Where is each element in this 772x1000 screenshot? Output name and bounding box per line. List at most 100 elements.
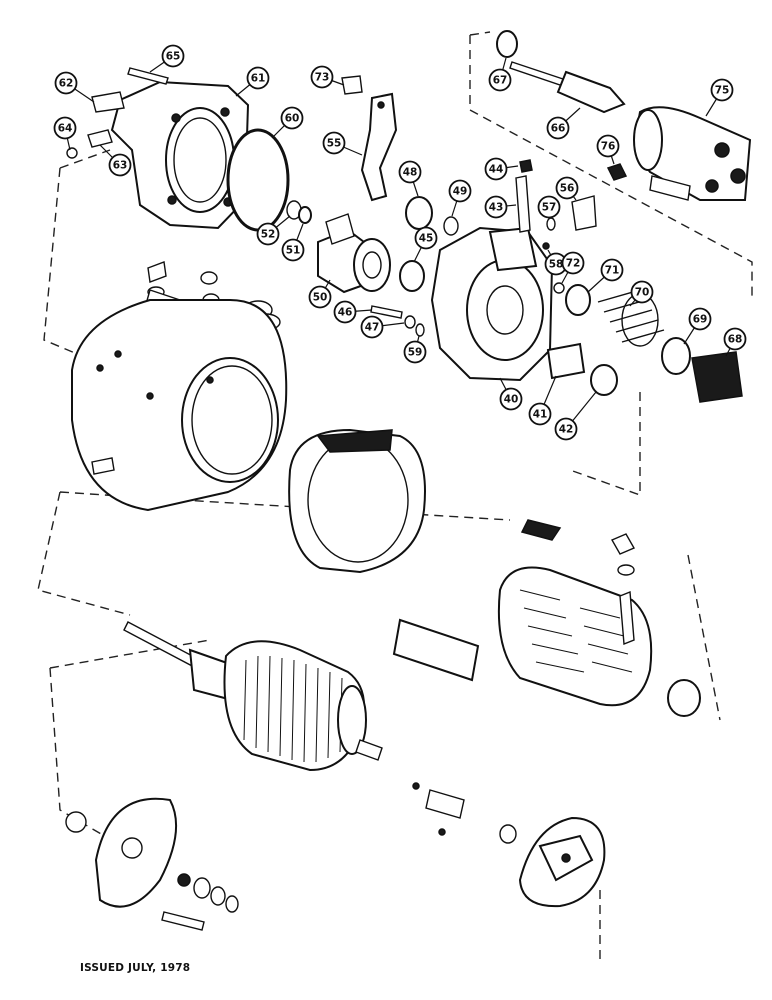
callout-circle xyxy=(403,340,427,364)
callout-number: 45 xyxy=(419,233,434,245)
callout-46: 46 xyxy=(333,300,357,324)
ring-49 xyxy=(443,216,459,236)
callout-circle xyxy=(600,258,624,282)
callout-circle xyxy=(537,195,561,219)
collar-48 xyxy=(405,196,433,230)
bolt-46 xyxy=(370,305,403,319)
callout-circle xyxy=(596,134,620,158)
callout-68: 68 xyxy=(723,327,747,351)
callout-65: 65 xyxy=(161,44,185,68)
callout-circle xyxy=(710,78,734,102)
washer-67 xyxy=(496,30,518,58)
seal-69 xyxy=(661,337,691,375)
callout-circle xyxy=(53,116,77,140)
commutator-end-frame xyxy=(65,797,239,931)
callout-70: 70 xyxy=(630,280,654,304)
callout-circle xyxy=(246,66,270,90)
callout-circle xyxy=(54,71,78,95)
callout-58: 58 xyxy=(544,252,568,276)
callout-circle xyxy=(688,307,712,331)
callout-circle xyxy=(488,68,512,92)
callout-number: 49 xyxy=(453,186,468,198)
callout-number: 48 xyxy=(403,167,418,179)
plunger-66 xyxy=(509,61,626,114)
callout-62: 62 xyxy=(54,71,78,95)
callout-number: 67 xyxy=(493,75,508,87)
drive-housing-61 xyxy=(66,67,250,230)
callout-circle xyxy=(484,157,508,181)
callout-number: 76 xyxy=(601,141,616,153)
callout-circle xyxy=(499,387,523,411)
pin-56 xyxy=(571,195,597,231)
callout-number: 59 xyxy=(408,347,423,359)
callout-number: 62 xyxy=(59,78,74,90)
callout-circle xyxy=(546,116,570,140)
callout-47: 47 xyxy=(360,315,384,339)
field-frame xyxy=(71,299,288,512)
armature xyxy=(123,621,383,772)
callout-45: 45 xyxy=(414,226,438,250)
brush-plate xyxy=(412,782,606,908)
callout-circle xyxy=(108,153,132,177)
callout-64: 64 xyxy=(53,116,77,140)
callout-number: 58 xyxy=(549,259,564,271)
callout-73: 73 xyxy=(310,65,334,89)
callout-76: 76 xyxy=(596,134,620,158)
callout-40: 40 xyxy=(499,387,523,411)
callout-number: 51 xyxy=(286,245,301,257)
callout-circle xyxy=(723,327,747,351)
callout-circle xyxy=(630,280,654,304)
insulator-band xyxy=(288,428,426,574)
callout-circle xyxy=(322,131,346,155)
callout-number: 40 xyxy=(504,394,519,406)
bushing-41 xyxy=(546,342,586,380)
callout-44: 44 xyxy=(484,157,508,181)
callout-60: 60 xyxy=(280,106,304,130)
callout-circle xyxy=(333,300,357,324)
callout-67: 67 xyxy=(488,68,512,92)
callout-number: 69 xyxy=(693,314,708,326)
callout-57: 57 xyxy=(537,195,561,219)
bushing-42 xyxy=(590,364,618,396)
solenoid-75 xyxy=(633,106,752,201)
callout-72: 72 xyxy=(561,251,585,275)
callout-63: 63 xyxy=(108,153,132,177)
washer-47 xyxy=(404,315,416,329)
callout-43: 43 xyxy=(484,195,508,219)
drive-assembly-50 xyxy=(317,213,391,294)
callout-number: 56 xyxy=(560,183,575,195)
callout-number: 46 xyxy=(338,307,353,319)
callout-66: 66 xyxy=(546,116,570,140)
callout-49: 49 xyxy=(448,179,472,203)
callout-number: 71 xyxy=(605,265,620,277)
callout-number: 52 xyxy=(261,229,276,241)
callout-number: 63 xyxy=(113,160,128,172)
callout-circle xyxy=(281,238,305,262)
callout-number: 65 xyxy=(166,51,181,63)
callout-number: 57 xyxy=(542,202,557,214)
spring-70 xyxy=(597,289,665,347)
washer-45 xyxy=(399,260,425,292)
callout-circle xyxy=(310,65,334,89)
callout-circle xyxy=(555,176,579,200)
washer-51 xyxy=(298,206,312,224)
callout-circle xyxy=(561,251,585,275)
callout-number: 44 xyxy=(489,164,504,176)
callout-number: 66 xyxy=(551,123,566,135)
issue-date-note: ISSUED JULY, 1978 xyxy=(80,962,191,974)
callout-59: 59 xyxy=(403,340,427,364)
callout-number: 41 xyxy=(533,409,548,421)
ring-72 xyxy=(553,282,565,294)
callout-48: 48 xyxy=(398,160,422,184)
callout-41: 41 xyxy=(528,402,552,426)
callout-number: 75 xyxy=(715,85,730,97)
washer-71 xyxy=(565,284,591,316)
callout-circle xyxy=(161,44,185,68)
callout-75: 75 xyxy=(710,78,734,102)
callout-circle xyxy=(308,285,332,309)
callout-circle xyxy=(280,106,304,130)
dashed-group-outlines xyxy=(37,31,753,960)
